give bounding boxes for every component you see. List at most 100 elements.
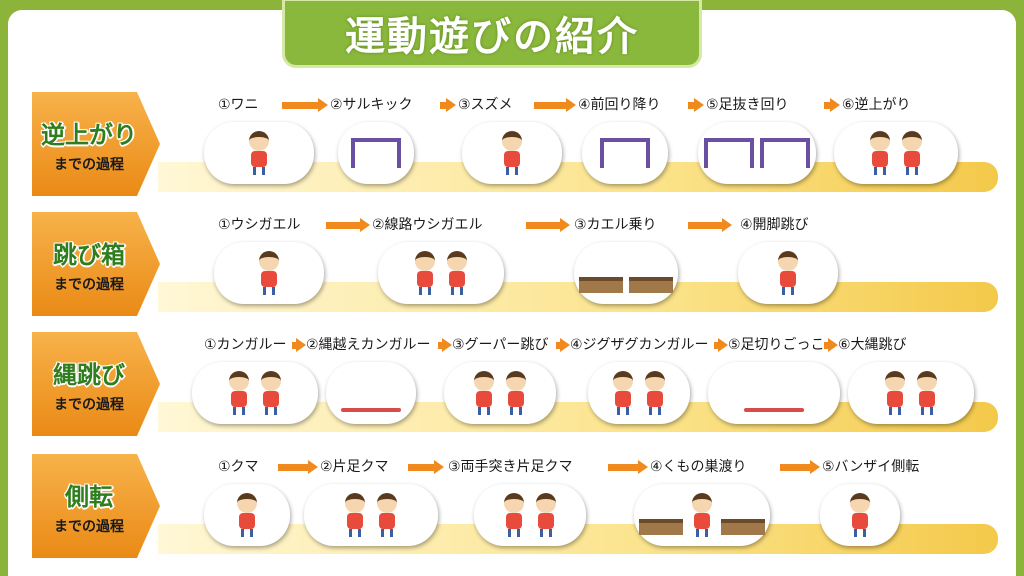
child-illustration-icon xyxy=(775,251,801,295)
section-label-main: 跳び箱 xyxy=(53,240,125,269)
illustration-kataashi-kuma xyxy=(304,484,438,546)
section-label: 跳び箱 までの過程 xyxy=(32,212,160,316)
step-label: ④ジグザグカンガルー xyxy=(570,337,709,353)
arrow-right-icon xyxy=(438,338,452,352)
section-label-sub: までの過程 xyxy=(54,518,124,535)
child-illustration-icon xyxy=(258,371,284,415)
illustration-nawagoe-kangaroo xyxy=(326,362,416,424)
arrow-right-icon xyxy=(408,460,444,474)
section-label: 縄跳び までの過程 xyxy=(32,332,160,436)
illustration-kaikyaku-tobi xyxy=(738,242,838,304)
step-label: ①ウシガエル xyxy=(218,217,301,233)
illustration-oonawa xyxy=(848,362,974,424)
step-row: ①カンガルー ②縄越えカンガルー ③グーパー跳び ④ジグザグカンガルー ⑤足切り… xyxy=(204,334,1004,358)
step-label: ①カンガルー xyxy=(204,337,287,353)
child-illustration-icon xyxy=(610,371,636,415)
child-illustration-icon xyxy=(689,493,715,537)
illustration-goo-paa xyxy=(444,362,556,424)
illustration-gyakuagari xyxy=(834,122,958,184)
step-label: ⑥大縄跳び xyxy=(838,337,907,353)
child-illustration-icon xyxy=(256,251,282,295)
step-label: ⑥逆上がり xyxy=(842,97,911,113)
step-row: ①ワニ ②サルキック ③スズメ ④前回り降り ⑤足抜き回り ⑥逆上がり xyxy=(208,94,1008,118)
arrow-right-icon xyxy=(688,218,732,232)
child-illustration-icon xyxy=(533,493,559,537)
step-label: ⑤足抜き回り xyxy=(706,97,789,113)
section-label-sub: までの過程 xyxy=(54,156,124,173)
section-label: 側転 までの過程 xyxy=(32,454,160,558)
arrow-right-icon xyxy=(824,98,840,112)
arrow-right-icon xyxy=(714,338,728,352)
step-label: ④前回り降り xyxy=(578,97,661,113)
step-label: ⑤足切りごっこ xyxy=(728,337,825,353)
illustration-kaeru-nori xyxy=(574,242,678,304)
child-illustration-icon xyxy=(642,371,668,415)
step-label: ②線路ウシガエル xyxy=(372,217,483,233)
step-label: ⑤バンザイ側転 xyxy=(822,459,920,475)
illustration-ushigaeru xyxy=(214,242,324,304)
child-illustration-icon xyxy=(882,371,908,415)
arrow-right-icon xyxy=(292,338,306,352)
arrow-right-icon xyxy=(780,460,820,474)
child-illustration-icon xyxy=(374,493,400,537)
step-label: ③カエル乗り xyxy=(574,217,657,233)
title-banner: 運動遊びの紹介 xyxy=(282,0,702,68)
step-label: ④くもの巣渡り xyxy=(650,459,747,475)
step-row: ①ウシガエル ②線路ウシガエル ③カエル乗り ④開脚跳び xyxy=(208,214,1008,238)
arrow-right-icon xyxy=(824,338,838,352)
illustration-banzai-sokuten xyxy=(820,484,900,546)
section-tobibako: 跳び箱 までの過程 ①ウシガエル ②線路ウシガエル ③カエル乗り ④開脚跳び xyxy=(8,208,1016,324)
step-label: ③スズメ xyxy=(458,97,513,113)
arrow-right-icon xyxy=(688,98,704,112)
child-illustration-icon xyxy=(501,493,527,537)
section-label-sub: までの過程 xyxy=(54,396,124,413)
illustration-saru-kick xyxy=(338,122,414,184)
child-illustration-icon xyxy=(444,251,470,295)
section-label-main: 逆上がり xyxy=(41,120,137,149)
step-label: ③両手突き片足クマ xyxy=(448,459,573,475)
illustration-suzume xyxy=(462,122,562,184)
section-label-main: 縄跳び xyxy=(53,360,125,389)
illustration-maemawari xyxy=(582,122,668,184)
illustration-ryote-tsuki xyxy=(474,484,586,546)
section-gyakuagari: 逆上がり までの過程 ①ワニ ②サルキック ③スズメ ④前回り降り ⑤足抜き回り… xyxy=(8,88,1016,204)
section-nawatobi: 縄跳び までの過程 ①カンガルー ②縄越えカンガルー ③グーパー跳び ④ジグザグ… xyxy=(8,328,1016,444)
step-row: ①クマ ②片足クマ ③両手突き片足クマ ④くもの巣渡り ⑤バンザイ側転 xyxy=(208,456,1008,480)
illustration-senro-ushigaeru xyxy=(378,242,504,304)
page-title: 運動遊びの紹介 xyxy=(345,14,639,60)
child-illustration-icon xyxy=(246,131,272,175)
child-illustration-icon xyxy=(499,131,525,175)
child-illustration-icon xyxy=(226,371,252,415)
arrow-right-icon xyxy=(556,338,570,352)
illustration-wani xyxy=(204,122,314,184)
illustration-kumo-no-su xyxy=(634,484,770,546)
step-label: ③グーパー跳び xyxy=(452,337,549,353)
child-illustration-icon xyxy=(847,493,873,537)
illustration-kangaroo xyxy=(192,362,318,424)
step-label: ①ワニ xyxy=(218,97,259,113)
arrow-right-icon xyxy=(608,460,648,474)
poster-board: 運動遊びの紹介 逆上がり までの過程 ①ワニ ②サルキック ③スズメ ④前回り降… xyxy=(8,0,1016,576)
step-label: ②縄越えカンガルー xyxy=(306,337,431,353)
child-illustration-icon xyxy=(234,493,260,537)
child-illustration-icon xyxy=(412,251,438,295)
illustration-ashikiri-gokko xyxy=(708,362,840,424)
section-label-sub: までの過程 xyxy=(54,276,124,293)
child-illustration-icon xyxy=(342,493,368,537)
arrow-right-icon xyxy=(326,218,370,232)
child-illustration-icon xyxy=(867,131,893,175)
section-sokuten: 側転 までの過程 ①クマ ②片足クマ ③両手突き片足クマ ④くもの巣渡り ⑤バン… xyxy=(8,450,1016,566)
child-illustration-icon xyxy=(899,131,925,175)
section-label: 逆上がり までの過程 xyxy=(32,92,160,196)
step-label: ④開脚跳び xyxy=(740,217,809,233)
arrow-right-icon xyxy=(440,98,456,112)
arrow-right-icon xyxy=(278,460,318,474)
child-illustration-icon xyxy=(914,371,940,415)
arrow-right-icon xyxy=(534,98,576,112)
illustration-zigzag-kangaroo xyxy=(588,362,690,424)
step-label: ②片足クマ xyxy=(320,459,389,475)
child-illustration-icon xyxy=(503,371,529,415)
arrow-right-icon xyxy=(526,218,570,232)
illustration-ashinuki xyxy=(698,122,816,184)
child-illustration-icon xyxy=(471,371,497,415)
